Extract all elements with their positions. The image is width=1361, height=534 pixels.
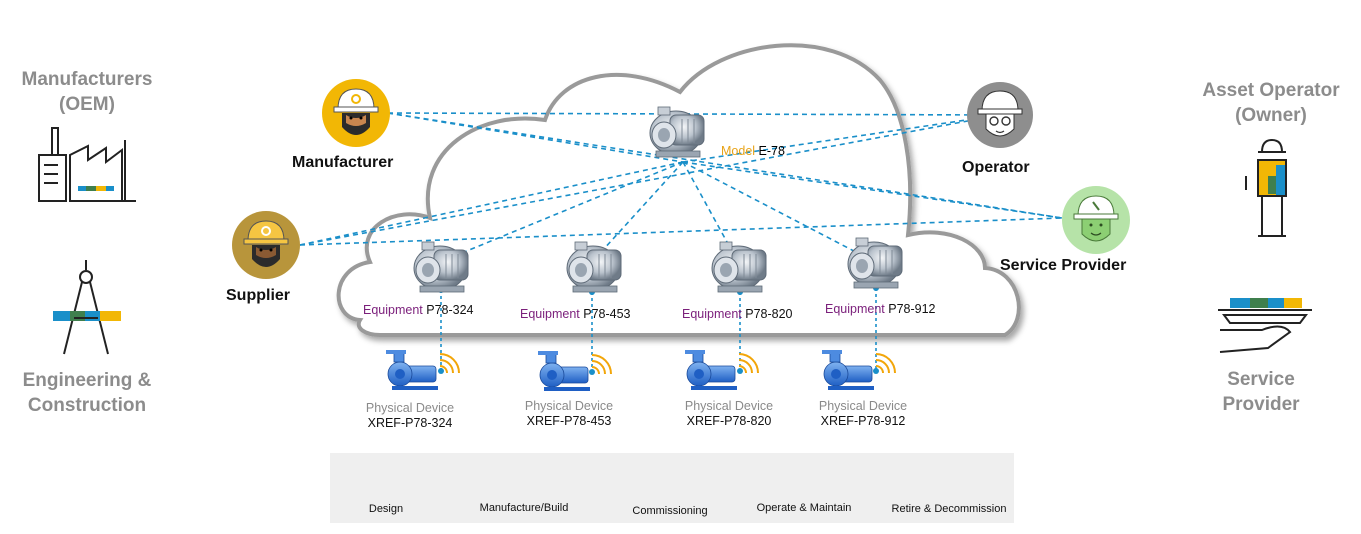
manufacturer-label: Manufacturer	[292, 154, 394, 171]
manufacturer-avatar	[322, 79, 390, 147]
worker-icon	[1245, 138, 1287, 237]
physical-pump-icon	[821, 349, 896, 391]
equipment-label: Equipment P78-453	[520, 307, 631, 321]
physical-device-label: Physical Device XREF-P78-820	[674, 399, 784, 429]
equipment-id: P78-324	[426, 303, 474, 317]
physical-device-kind: Physical Device	[365, 401, 455, 415]
oem-label: Manufacturers (OEM)	[10, 67, 164, 117]
physical-pump-icon	[537, 350, 612, 392]
asset-operator-label: Asset Operator (Owner)	[1186, 78, 1356, 128]
lifecycle-stage-retire: Retire & Decommission	[891, 503, 1007, 515]
equipment-id: P78-820	[745, 307, 793, 321]
equipment-id: P78-453	[583, 307, 631, 321]
oem-label-line1: Manufacturers	[21, 69, 153, 90]
operator-label: Operator	[962, 159, 1030, 176]
owner-label-line2: (Owner)	[1235, 105, 1307, 126]
engineering-construction-label: Engineering & Construction	[10, 368, 164, 418]
service-provider-avatar	[1062, 186, 1130, 254]
physical-device-kind: Physical Device	[684, 399, 774, 413]
service-tray-icon	[1218, 298, 1312, 353]
physical-pump-icon	[684, 349, 759, 391]
equipment-prefix: Equipment	[520, 307, 580, 321]
model-prefix: Model	[721, 144, 756, 158]
supplier-label: Supplier	[226, 287, 291, 304]
lifecycle-stage-design: Design	[368, 503, 404, 515]
lifecycle-stage-operate: Operate & Maintain	[756, 502, 852, 514]
physical-device-label: Physical Device XREF-P78-453	[514, 399, 624, 429]
lifecycle-stage-manufacture: Manufacture/Build	[479, 502, 569, 514]
equipment-id: P78-912	[888, 302, 936, 316]
supplier-avatar	[232, 211, 300, 279]
physical-device-id: XREF-P78-324	[367, 416, 453, 430]
model-label: Model E-78	[721, 144, 785, 158]
equipment-label: Equipment P78-324	[363, 303, 474, 317]
device-links	[440, 288, 877, 372]
service-provider-side-label: Service Provider	[1186, 367, 1336, 417]
equipment-prefix: Equipment	[825, 302, 885, 316]
connection-lines	[299, 112, 1063, 263]
physical-device-id: XREF-P78-453	[526, 414, 612, 428]
ec-label-line2: Construction	[27, 395, 147, 416]
physical-device-id: XREF-P78-912	[820, 414, 906, 428]
sp-label-line1: Service	[1227, 369, 1295, 390]
physical-device-label: Physical Device XREF-P78-912	[808, 399, 918, 429]
operator-avatar	[967, 82, 1033, 148]
physical-device-id: XREF-P78-820	[686, 414, 772, 428]
factory-icon	[38, 127, 136, 202]
owner-label-line1: Asset Operator	[1202, 80, 1340, 101]
equipment-label: Equipment P78-912	[825, 302, 936, 316]
compass-icon	[53, 260, 121, 355]
model-id: E-78	[758, 144, 785, 158]
ec-label-line1: Engineering &	[22, 370, 152, 391]
lifecycle-stage-commissioning: Commissioning	[632, 505, 708, 517]
service-provider-label: Service Provider	[1000, 257, 1127, 274]
physical-device-kind: Physical Device	[818, 399, 908, 413]
lifecycle-bar	[330, 453, 1014, 523]
physical-pump-icon	[385, 349, 460, 391]
equipment-label: Equipment P78-820	[682, 307, 793, 321]
equipment-prefix: Equipment	[363, 303, 423, 317]
sp-label-line2: Provider	[1222, 394, 1300, 415]
oem-label-line2: (OEM)	[59, 94, 115, 115]
equipment-prefix: Equipment	[682, 307, 742, 321]
physical-device-kind: Physical Device	[524, 399, 614, 413]
physical-device-label: Physical Device XREF-P78-324	[355, 401, 465, 431]
